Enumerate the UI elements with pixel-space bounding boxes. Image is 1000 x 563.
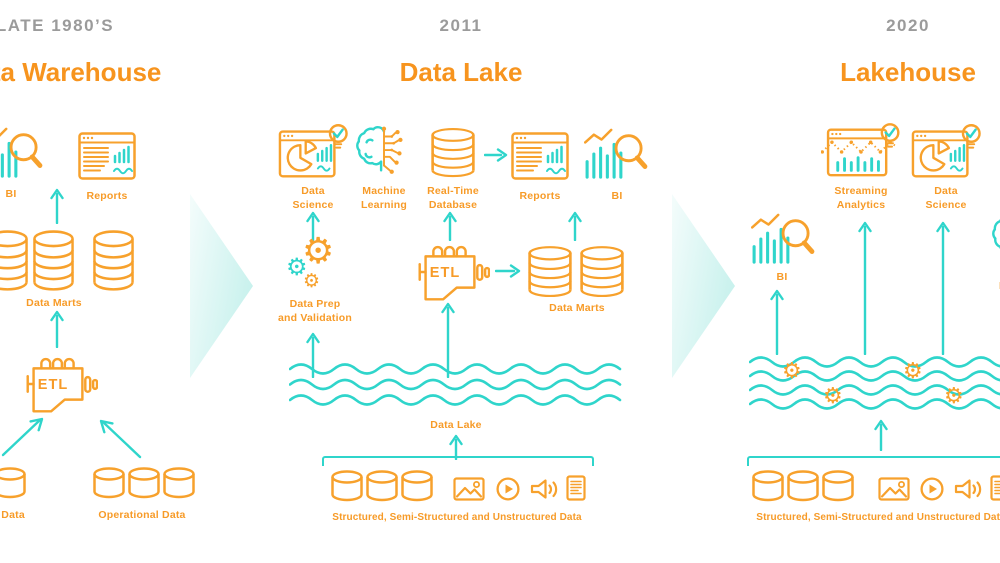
data-prep-gears-icon: ⚙ ⚙ ⚙ <box>286 234 342 296</box>
data-mart-cylinder-icon <box>579 245 625 299</box>
streaming-analytics-label: Streaming Analytics <box>834 185 888 212</box>
data-mart-cylinder-icon <box>32 229 75 293</box>
bi-label: BI <box>611 190 623 202</box>
reports-label: Reports <box>86 190 128 202</box>
data-marts-label: Data Marts <box>26 297 82 309</box>
database-cylinder-icon <box>92 467 126 499</box>
external-data-label: External Data <box>0 509 25 521</box>
data-prep-label: Data Prep and Validation <box>278 298 352 325</box>
database-cylinder-icon <box>400 470 434 502</box>
panel-title: Data Warehouse <box>0 57 162 87</box>
data-mart-cylinder-icon <box>92 229 135 293</box>
database-cylinder-icon <box>821 470 855 502</box>
etl-label: ETL <box>37 377 69 393</box>
source-data-bracket <box>747 456 1000 466</box>
era-label: LATE 1980’S <box>0 16 115 35</box>
bi-icon <box>0 126 45 180</box>
era-label: 2020 <box>886 16 930 35</box>
source-data-label: Structured, Semi-Structured and Unstruct… <box>332 512 582 523</box>
arrow-up-icon <box>306 211 320 241</box>
arrow-up-icon <box>449 434 463 460</box>
realtime-database-icon <box>430 127 476 179</box>
play-video-icon <box>920 477 944 501</box>
era-label: 2011 <box>439 16 483 35</box>
audio-speaker-icon <box>530 476 560 502</box>
etl-machine-icon <box>408 240 490 302</box>
bi-icon <box>584 127 650 181</box>
gear-icon: ⚙ <box>823 384 843 409</box>
bi-icon <box>751 212 817 266</box>
arrow-right-icon <box>495 264 521 278</box>
realtime-database-label: Real-Time Database <box>427 185 479 212</box>
arrow-diagonal-icon <box>0 412 48 458</box>
gear-icon: ⚙ <box>903 359 923 384</box>
machine-learning-label: Machine Learning <box>361 185 407 212</box>
gear-icon: ⚙ <box>286 253 308 281</box>
arrow-diagonal-icon <box>95 414 143 460</box>
data-science-icon <box>278 120 348 182</box>
document-icon <box>990 475 1000 501</box>
database-cylinder-icon <box>751 470 785 502</box>
arrow-up-icon <box>50 310 64 348</box>
database-cylinder-icon <box>786 470 820 502</box>
operational-data-label: Operational Data <box>98 509 186 521</box>
data-marts-label: Data Marts <box>549 302 605 314</box>
machine-learning-icon <box>991 212 1000 266</box>
arrow-up-icon <box>441 302 455 378</box>
reports-icon <box>511 132 569 180</box>
gear-icon: ⚙ <box>944 384 964 409</box>
database-cylinder-icon <box>330 470 364 502</box>
data-mart-cylinder-icon <box>527 245 573 299</box>
etl-machine-icon <box>16 352 98 414</box>
gear-icon: ⚙ <box>302 231 335 272</box>
data-lake-waves-icon <box>289 361 629 409</box>
data-science-label: Data Science <box>292 185 334 212</box>
database-cylinder-icon <box>365 470 399 502</box>
arrow-right-icon <box>484 148 508 162</box>
play-video-icon <box>496 477 520 501</box>
arrow-up-icon <box>568 211 582 241</box>
arrow-up-icon <box>858 221 872 355</box>
document-icon <box>566 475 586 501</box>
streaming-analytics-icon <box>821 119 901 181</box>
panel-title: Data Lake <box>399 57 523 87</box>
machine-learning-icon <box>355 124 413 178</box>
bi-label: BI <box>5 188 17 200</box>
arrow-up-icon <box>50 188 64 224</box>
source-data-label: Structured, Semi-Structured and Unstruct… <box>756 512 1000 523</box>
reports-icon <box>78 132 136 180</box>
data-science-label: Data Science <box>925 185 967 212</box>
image-icon <box>878 477 910 501</box>
audio-speaker-icon <box>954 476 984 502</box>
arrow-up-icon <box>936 221 950 355</box>
data-mart-cylinder-icon <box>0 229 29 293</box>
machine-learning-label: Machine Learning <box>989 265 1000 293</box>
database-cylinder-icon <box>162 467 196 499</box>
source-data-bracket <box>322 456 594 466</box>
etl-label: ETL <box>429 265 461 281</box>
arrow-up-icon <box>770 289 784 355</box>
database-cylinder-icon <box>127 467 161 499</box>
gear-icon: ⚙ <box>782 359 802 384</box>
bi-label: BI <box>776 271 788 283</box>
data-science-icon <box>911 120 981 182</box>
arrow-up-icon <box>874 419 888 451</box>
image-icon <box>453 477 485 501</box>
data-lake-label: Data Lake <box>430 419 482 431</box>
arrow-up-icon <box>443 211 457 241</box>
database-cylinder-icon <box>0 467 27 499</box>
lakehouse-waves-icon <box>749 353 1000 413</box>
reports-label: Reports <box>519 190 561 202</box>
gear-icon: ⚙ <box>303 270 321 292</box>
panel-title: Lakehouse <box>840 57 976 87</box>
